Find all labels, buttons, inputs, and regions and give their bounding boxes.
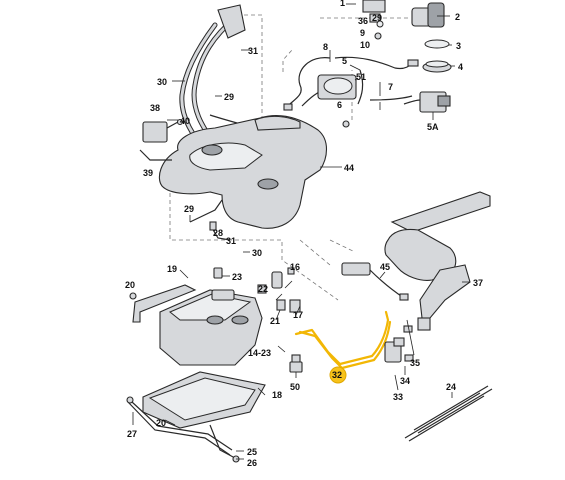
callout-20-upper: 20 [125,280,135,290]
callout-21: 21 [270,316,280,326]
front-connectors [189,199,231,241]
fuel-tank-main [158,115,328,229]
callout-32-highlighted[interactable]: 32 [329,366,347,384]
valve-50 [289,361,303,373]
callout-25: 25 [247,447,257,457]
clamps [404,385,493,442]
fuel-tank-secondary [159,289,263,366]
callout-36: 36 [358,16,368,26]
fitting-33 [384,325,414,363]
callout-3: 3 [456,41,461,51]
callout-22: 22 [258,284,268,294]
callout-28: 28 [213,228,223,238]
callout-7: 7 [388,82,393,92]
callout-29-top: 29 [224,92,234,102]
callout-6: 6 [337,100,342,110]
callout-26: 26 [247,458,257,468]
small-fittings [213,267,301,366]
callout-14-23: 14-23 [248,348,271,358]
callout-5a: 5A [427,122,439,132]
callout-31-mid: 31 [226,236,236,246]
callout-9: 9 [360,28,365,38]
highlight-circle [329,366,347,384]
callout-2: 2 [455,12,460,22]
callout-20-lower: 20 [156,418,166,428]
callout-32: 32 [332,370,342,380]
callout-50: 50 [290,382,300,392]
callout-38: 38 [150,103,160,113]
callout-10: 10 [360,40,370,50]
callout-40: 40 [180,116,190,126]
callout-27: 27 [127,429,137,439]
underbody-shield [142,371,266,429]
callout-labels: 1 2 3 4 29 36 9 10 8 5 51 7 6 5A 31 30 2… [125,0,483,468]
callout-35: 35 [410,358,420,368]
mounting-bracket [129,284,197,323]
callout-37: 37 [473,278,483,288]
callout-44: 44 [344,163,354,173]
sensor-45 [341,262,409,301]
wiring-harness [283,56,451,128]
callout-31-top: 31 [248,46,258,56]
callout-23: 23 [232,272,242,282]
callout-30-mid: 30 [252,248,262,258]
callout-24: 24 [446,382,456,392]
callout-45: 45 [380,262,390,272]
callout-5: 5 [342,56,347,66]
exhaust-muffler [384,191,491,331]
callout-39: 39 [143,168,153,178]
fuel-line-highlight [294,310,392,370]
callout-29-mid: 29 [184,204,194,214]
callout-19: 19 [167,264,177,274]
callout-29: 29 [372,13,382,23]
callout-30-top: 30 [157,77,167,87]
callout-51: 51 [356,72,366,82]
activated-charcoal-bracket [139,118,184,161]
callout-1: 1 [340,0,345,8]
callout-17: 17 [293,310,303,320]
leader-lines [132,3,470,460]
callout-8: 8 [323,42,328,52]
fuel-pump-assembly [362,0,452,73]
callout-16: 16 [290,262,300,272]
callout-18: 18 [272,390,282,400]
callout-33: 33 [393,392,403,402]
tank-strap [126,396,240,463]
callout-34: 34 [400,376,410,386]
callout-4: 4 [458,62,463,72]
